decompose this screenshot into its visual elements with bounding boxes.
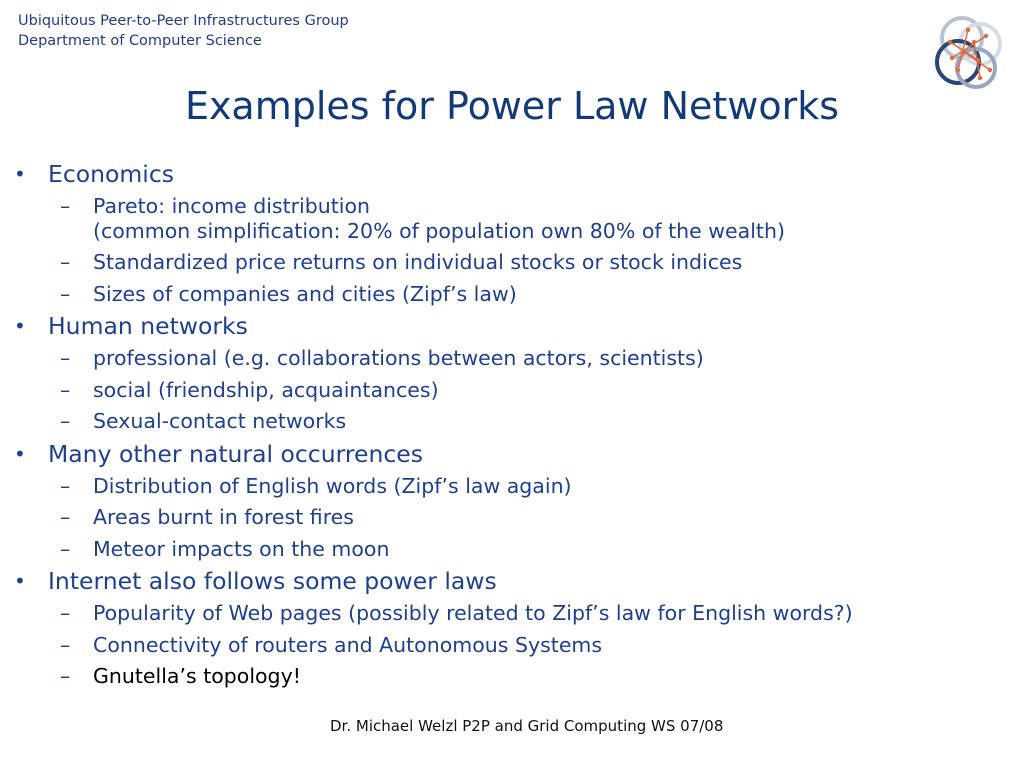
sub-item-text: Standardized price returns on individual… — [93, 250, 743, 274]
sub-item: – Standardized price returns on individu… — [0, 247, 1024, 279]
sub-item-text: Gnutella’s topology! — [93, 664, 301, 688]
dash-icon: – — [60, 664, 71, 688]
department-name: Department of Computer Science — [18, 33, 262, 49]
dash-icon: – — [60, 250, 71, 274]
sub-item-text: social (friendship, acquaintances) — [93, 377, 439, 402]
bullet-icon: • — [14, 441, 26, 466]
sub-item: – Sizes of companies and cities (Zipf’s … — [0, 279, 1024, 311]
bullet-item-human-networks: • Human networks — [0, 310, 1024, 343]
network-rings-logo-icon — [935, 16, 1002, 89]
dash-icon: – — [60, 601, 71, 625]
sub-item-text: Areas burnt in forest fires — [93, 505, 354, 529]
dash-icon: – — [60, 505, 71, 529]
bullet-label: Economics — [48, 160, 175, 188]
dash-icon: – — [60, 194, 71, 218]
sub-item: – Popularity of Web pages (possibly rela… — [0, 598, 1024, 630]
sub-item: – social (friendship, acquaintances) — [0, 375, 1024, 407]
sub-item-text: Connectivity of routers and Autonomous S… — [93, 632, 603, 657]
sub-item: – Meteor impacts on the moon — [0, 534, 1024, 566]
sub-item-text: Sizes of companies and cities (Zipf’s la… — [93, 281, 517, 306]
sub-item-text: Meteor impacts on the moon — [93, 536, 390, 561]
sub-item-text: Distribution of English words (Zipf’s la… — [93, 473, 572, 498]
sub-item: – professional (e.g. collaborations betw… — [0, 343, 1024, 375]
bullet-label: Many other natural occurrences — [48, 439, 423, 468]
slide-footer: Dr. Michael Welzl P2P and Grid Computing… — [330, 717, 724, 735]
bullet-icon: • — [14, 314, 26, 338]
sub-item: – Areas burnt in forest fires — [0, 502, 1024, 534]
slide-title: Examples for Power Law Networks — [184, 84, 840, 128]
dash-icon: – — [60, 473, 71, 498]
sub-item-line: (common simplification: 20% of populatio… — [93, 219, 785, 243]
dash-icon: – — [60, 377, 71, 402]
sub-item: – Connectivity of routers and Autonomous… — [0, 630, 1024, 662]
group-name: Ubiquitous Peer-to-Peer Infrastructures … — [18, 13, 349, 29]
sub-item-highlight: – Gnutella’s topology! — [0, 661, 1024, 693]
bullet-icon: • — [14, 569, 26, 593]
bullet-item-natural-occurrences: • Many other natural occurrences — [0, 438, 1024, 471]
sub-item-text: Sexual-contact networks — [93, 409, 347, 433]
dash-icon: – — [60, 409, 71, 433]
bullet-list: • Economics – Pareto: income distributio… — [0, 158, 1024, 693]
sub-item-text: Pareto: income distribution(common simpl… — [93, 194, 785, 244]
dash-icon: – — [60, 632, 71, 657]
sub-item: – Distribution of English words (Zipf’s … — [0, 471, 1024, 503]
bullet-item-internet: • Internet also follows some power laws — [0, 565, 1024, 598]
bullet-item-economics: • Economics — [0, 158, 1024, 191]
sub-item-text: professional (e.g. collaborations betwee… — [93, 346, 704, 370]
sub-item-line: Pareto: income distribution — [93, 194, 371, 218]
sub-item: – Sexual-contact networks — [0, 406, 1024, 438]
dash-icon: – — [60, 536, 71, 561]
sub-item: – Pareto: income distribution(common sim… — [0, 191, 1024, 247]
sub-item-text: Popularity of Web pages (possibly relate… — [93, 601, 853, 625]
bullet-icon: • — [14, 162, 26, 186]
bullet-label: Internet also follows some power laws — [48, 567, 497, 595]
bullet-label: Human networks — [48, 312, 248, 340]
dash-icon: – — [60, 346, 71, 370]
dash-icon: – — [60, 281, 71, 306]
